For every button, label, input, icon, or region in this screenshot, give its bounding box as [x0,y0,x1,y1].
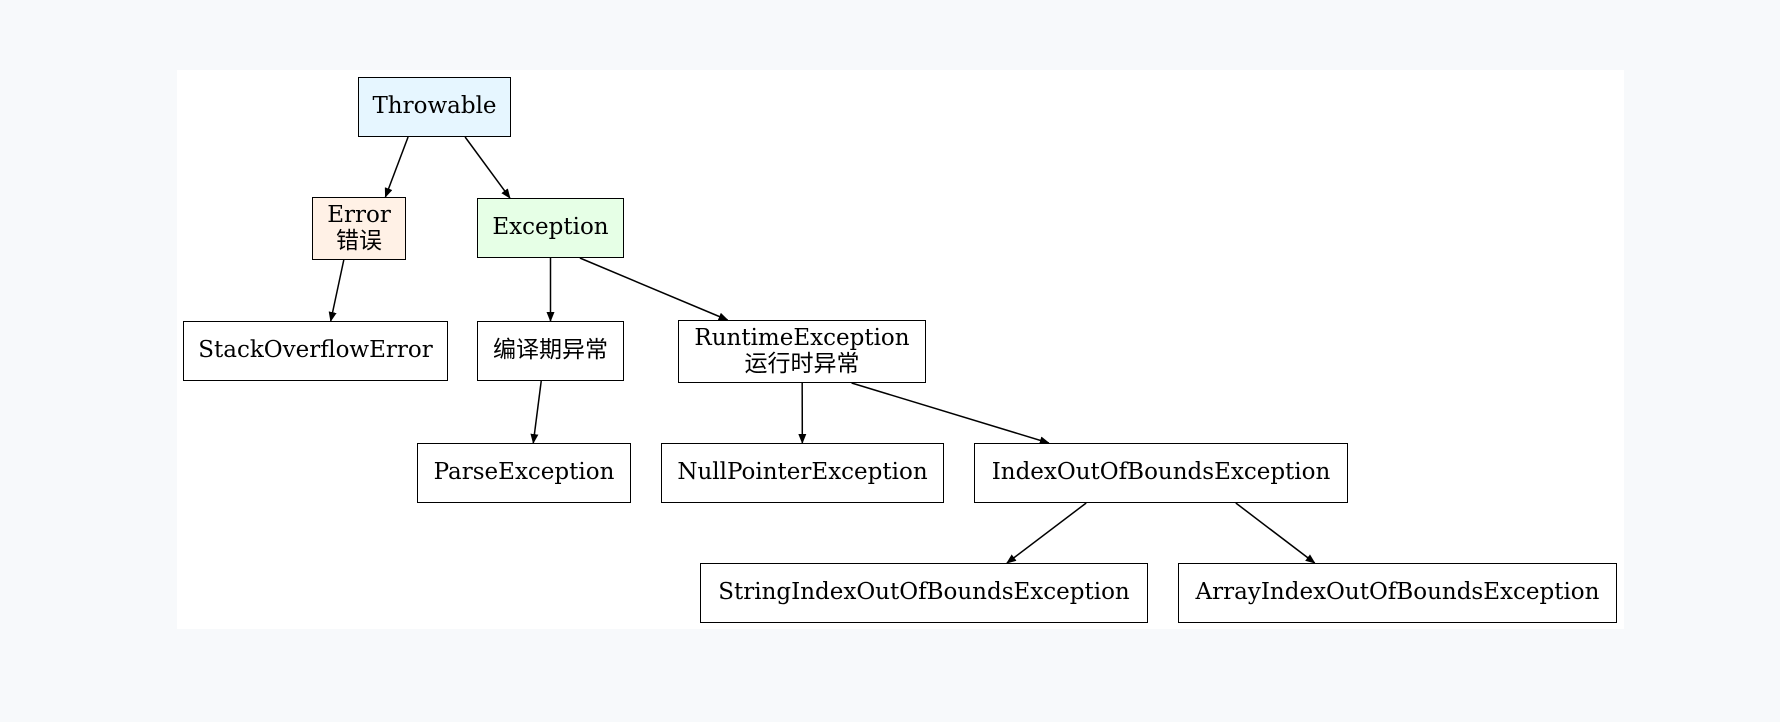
node-label: IndexOutOfBoundsException [991,459,1331,486]
node-index-out-of-bounds-exception: IndexOutOfBoundsException [974,443,1348,503]
edge-runtime-to-indexoob [851,382,1050,445]
node-label: StringIndexOutOfBoundsException [718,579,1130,606]
edge-throwable-to-exception [464,136,511,199]
node-label: 编译期异常 [493,337,608,364]
node-label: NullPointerException [677,459,928,486]
node-null-pointer-exception: NullPointerException [661,443,944,503]
node-label: 错误 [336,227,382,254]
edge-exception-to-runtime [579,257,729,321]
node-stackoverflow-error: StackOverflowError [183,321,448,381]
node-string-index-out-of-bounds-exception: StringIndexOutOfBoundsException [700,563,1148,623]
node-exception: Exception [477,198,624,258]
edge-indexoob-to-stringindex [1006,502,1087,564]
node-label: Exception [492,214,609,241]
diagram-edges [328,136,1316,564]
node-label: Error [327,202,391,229]
node-label: RuntimeException [694,325,910,352]
node-label: StackOverflowError [198,337,433,364]
edge-error-to-stackoverflow [328,259,345,322]
edge-checked-to-parse [530,380,542,444]
node-checked-exception: 编译期异常 [477,321,624,381]
node-parse-exception: ParseException [417,443,631,503]
node-throwable: Throwable [358,77,511,137]
node-array-index-out-of-bounds-exception: ArrayIndexOutOfBoundsException [1178,563,1617,623]
node-label: ParseException [433,459,615,486]
edge-indexoob-to-arrayindex [1235,502,1316,564]
node-label: ArrayIndexOutOfBoundsException [1195,579,1600,606]
edge-throwable-to-error [384,136,409,198]
node-label: 运行时异常 [744,350,860,377]
node-label: Throwable [372,93,497,120]
